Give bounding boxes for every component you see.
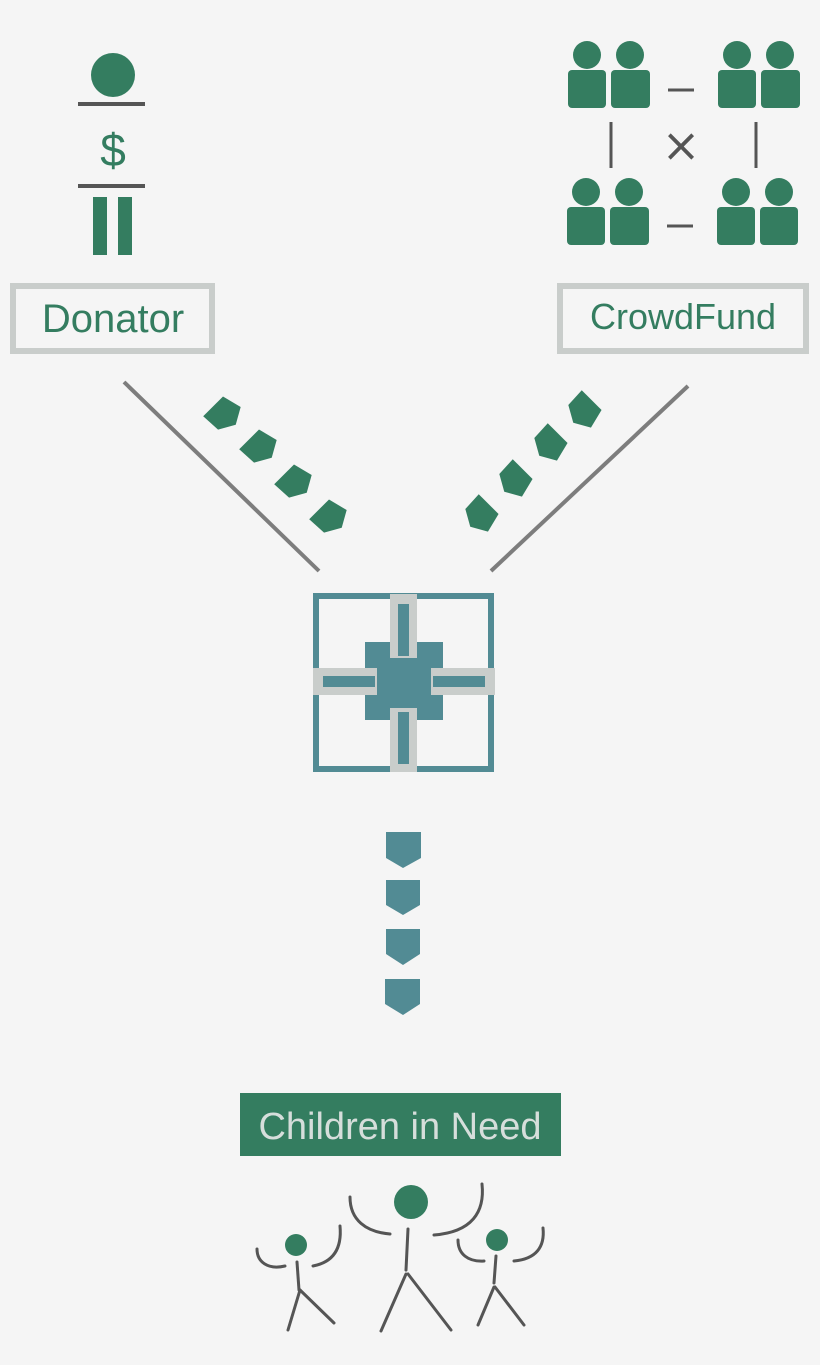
flow-marker bbox=[386, 880, 420, 915]
child-figure-icon bbox=[348, 1182, 484, 1333]
people-pair-icon bbox=[718, 41, 800, 108]
children-label: Children in Need bbox=[258, 1106, 541, 1148]
crowdfund-icon: × bbox=[567, 41, 800, 245]
children-box-fill bbox=[240, 1093, 561, 1156]
donator-box-frame bbox=[10, 283, 215, 354]
flow-marker bbox=[499, 459, 533, 497]
flow-marker bbox=[568, 390, 602, 428]
flow-marker bbox=[386, 832, 421, 868]
donator-leg-left bbox=[93, 197, 107, 255]
donor-flow-markers bbox=[203, 396, 347, 533]
flow-marker bbox=[203, 396, 241, 430]
flow-marker bbox=[239, 429, 277, 463]
flow-marker bbox=[274, 464, 312, 498]
child-figure-icon bbox=[255, 1224, 342, 1332]
flow-marker bbox=[465, 494, 499, 532]
dollar-sign-icon: $ bbox=[100, 124, 126, 176]
multiply-icon: × bbox=[662, 118, 701, 172]
donator-head bbox=[91, 53, 135, 97]
donator-lower-bar bbox=[78, 184, 145, 188]
funnel-line-left bbox=[122, 380, 321, 573]
flow-marker bbox=[309, 499, 347, 533]
flow-marker bbox=[386, 929, 420, 965]
children-label-box: Children in Need bbox=[240, 1093, 561, 1156]
donator-leg-right bbox=[118, 197, 132, 255]
children-figures-icon bbox=[255, 1182, 545, 1333]
people-pair-icon bbox=[717, 178, 798, 245]
crowdfund-flow-markers bbox=[465, 390, 602, 532]
donator-label: Donator bbox=[42, 297, 184, 341]
donator-icon: $ bbox=[78, 53, 145, 255]
funnel-line-right bbox=[489, 384, 690, 573]
flow-marker bbox=[385, 979, 420, 1015]
crowdfund-box-frame bbox=[557, 283, 809, 354]
people-pair-icon bbox=[567, 178, 649, 245]
donator-label-box: Donator bbox=[10, 283, 215, 354]
child-figure-icon bbox=[456, 1226, 545, 1327]
output-flow-markers bbox=[385, 832, 421, 1015]
people-pair-icon bbox=[568, 41, 650, 108]
flow-marker bbox=[534, 423, 568, 461]
crowdfund-label-box: CrowdFund bbox=[557, 283, 809, 354]
central-hub-icon bbox=[313, 593, 495, 772]
crowdfund-label: CrowdFund bbox=[590, 296, 776, 337]
donator-upper-bar bbox=[78, 102, 145, 106]
